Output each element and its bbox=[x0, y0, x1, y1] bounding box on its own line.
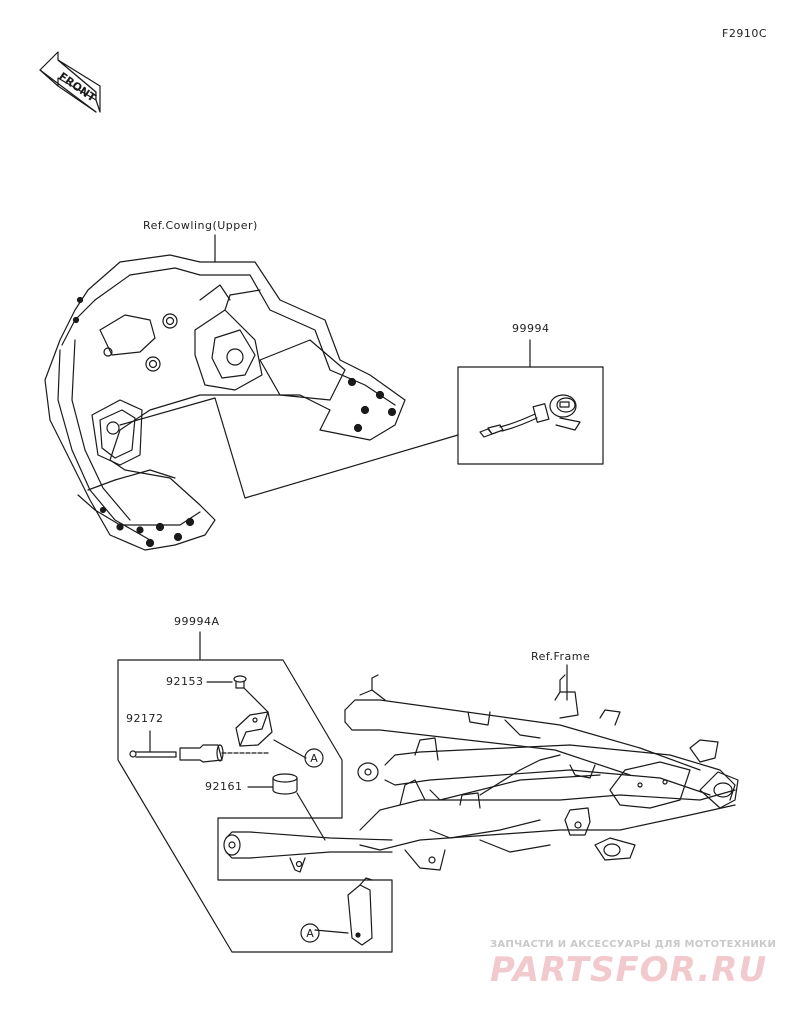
watermark-brand: PARTSFOR.RU bbox=[490, 950, 768, 990]
ref-cowling-label: Ref.Cowling(Upper) bbox=[143, 219, 258, 232]
ref-frame-label: Ref.Frame bbox=[531, 650, 591, 663]
frame-tube-crop bbox=[223, 831, 393, 946]
figure-code: F2910C bbox=[722, 27, 768, 40]
part-number-92172: 92172 bbox=[126, 712, 164, 725]
callout-a-top bbox=[304, 748, 324, 768]
callout-a-bottom-label: A bbox=[306, 927, 314, 940]
bolt-92172 bbox=[129, 750, 177, 758]
leader-collar-to-frame bbox=[296, 792, 326, 841]
part-99994-box bbox=[457, 366, 604, 465]
part-number-99994: 99994 bbox=[512, 322, 550, 335]
part-number-99994a: 99994A bbox=[174, 615, 220, 628]
upper-cowling-drawing bbox=[44, 254, 406, 551]
part-99994a-box bbox=[117, 659, 393, 953]
bolt-92153 bbox=[233, 675, 247, 689]
callout-a-bottom bbox=[300, 923, 320, 943]
callout-a-top-label: A bbox=[310, 752, 318, 765]
bracket-plate bbox=[235, 711, 273, 747]
collar-92161 bbox=[272, 773, 298, 795]
leader-cowling-to-outlet bbox=[119, 397, 459, 499]
leader-bolt-to-bracket bbox=[243, 687, 269, 713]
part-number-92153: 92153 bbox=[166, 675, 204, 688]
power-outlet-socket bbox=[479, 394, 581, 438]
watermark-tagline: ЗАПЧАСТИ И АКСЕССУАРЫ ДЛЯ МОТОТЕХНИКИ bbox=[490, 939, 777, 950]
front-arrow-icon: FRONT bbox=[39, 51, 101, 113]
frame-drawing bbox=[344, 674, 739, 871]
leader-a-bottom bbox=[314, 929, 349, 934]
part-number-92161: 92161 bbox=[205, 780, 243, 793]
leader-bracket-to-a bbox=[273, 739, 307, 759]
socket-body bbox=[179, 744, 224, 763]
